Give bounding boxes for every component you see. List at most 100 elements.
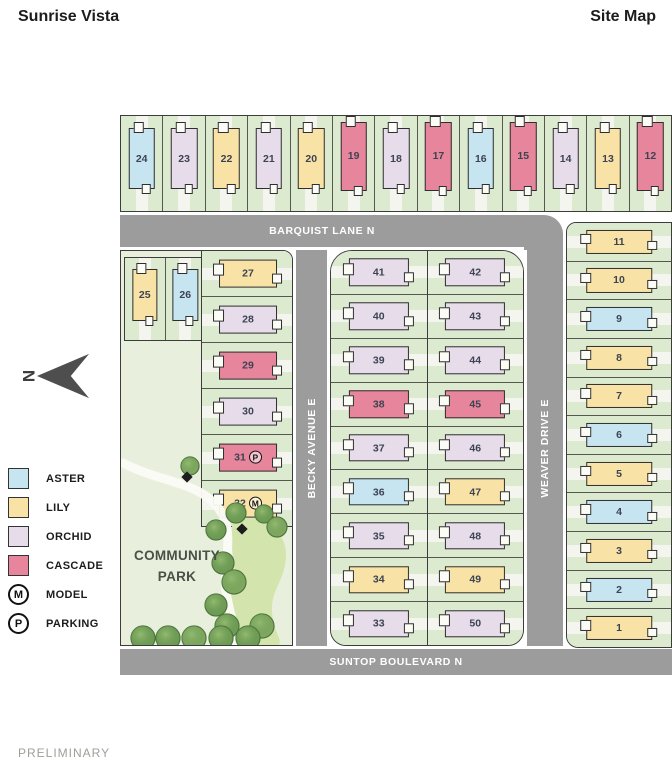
- lot-43[interactable]: 43: [427, 293, 523, 338]
- tree-icon: [209, 626, 233, 645]
- lot-number: 25: [138, 288, 151, 301]
- lot-7[interactable]: 7: [567, 376, 671, 416]
- lot-24[interactable]: 24: [121, 116, 163, 211]
- lot-11[interactable]: 11: [567, 223, 671, 261]
- lot-47[interactable]: 47: [427, 469, 523, 514]
- house-40: 40: [342, 302, 414, 331]
- lot-48[interactable]: 48: [427, 513, 523, 558]
- lot-50[interactable]: 50: [427, 601, 523, 645]
- lot-number: 16: [474, 152, 487, 165]
- house-20: 20: [298, 122, 325, 194]
- tree-icon: [182, 626, 206, 645]
- house-18: 18: [382, 122, 410, 194]
- legend-swatch-aster-icon: [8, 468, 29, 489]
- house-47: 47: [439, 478, 511, 506]
- house-25: 25: [132, 262, 158, 327]
- house-45: 45: [439, 390, 511, 418]
- lot-number: 21: [263, 152, 275, 165]
- lot-8[interactable]: 8: [567, 337, 671, 377]
- lot-number: 19: [347, 150, 360, 163]
- house-48: 48: [439, 522, 511, 550]
- legend-item-orchid: ORCHID: [8, 526, 103, 547]
- house-41: 41: [342, 258, 414, 287]
- lot-27[interactable]: 27: [202, 251, 292, 296]
- lot-18[interactable]: 18: [374, 116, 417, 211]
- street-label: BARQUIST LANE N: [269, 225, 375, 237]
- lot-10[interactable]: 10: [567, 260, 671, 300]
- lot-number: 27: [242, 267, 254, 280]
- tree-icon: [235, 625, 261, 645]
- lot-6[interactable]: 6: [567, 415, 671, 454]
- lot-28[interactable]: 28: [202, 296, 292, 342]
- street-label: BECKY AVENUE E: [305, 397, 318, 499]
- lot-22[interactable]: 22: [204, 116, 248, 211]
- lot-number: 43: [469, 310, 482, 323]
- lot-37[interactable]: 37: [331, 425, 427, 470]
- lot-16[interactable]: 16: [459, 116, 502, 211]
- lot-19[interactable]: 19: [331, 116, 375, 211]
- lot-30[interactable]: 30: [202, 388, 292, 434]
- lot-21[interactable]: 21: [247, 116, 290, 211]
- legend-label: ORCHID: [46, 530, 92, 543]
- tree-icon: [156, 626, 180, 645]
- lot-12[interactable]: 12: [628, 116, 672, 211]
- house-30: 30: [213, 397, 282, 426]
- lot-34[interactable]: 34: [331, 557, 427, 602]
- lot-9[interactable]: 9: [567, 299, 671, 338]
- lot-49[interactable]: 49: [427, 557, 523, 602]
- house-11: 11: [580, 229, 657, 254]
- lot-38[interactable]: 38: [331, 381, 427, 426]
- lot-15[interactable]: 15: [501, 116, 544, 211]
- lot-40[interactable]: 40: [331, 293, 427, 338]
- lot-number: 28: [242, 313, 254, 326]
- lot-number: 14: [559, 152, 572, 165]
- lot-20[interactable]: 20: [289, 116, 332, 211]
- model-badge-icon: M: [248, 496, 262, 510]
- legend-label: ASTER: [46, 472, 86, 485]
- lot-45[interactable]: 45: [427, 381, 523, 426]
- lot-44[interactable]: 44: [427, 337, 523, 382]
- lot-number: 9: [616, 313, 622, 326]
- lot-46[interactable]: 46: [427, 425, 523, 470]
- house-29: 29: [213, 351, 282, 380]
- lot-35[interactable]: 35: [331, 513, 427, 558]
- lot-5[interactable]: 5: [567, 453, 671, 493]
- lot-number: 20: [305, 152, 318, 165]
- lot-26[interactable]: 26: [164, 258, 205, 340]
- house-3: 3: [580, 538, 657, 563]
- lot-3[interactable]: 3: [567, 531, 671, 570]
- lot-25[interactable]: 25: [125, 258, 165, 340]
- lot-13[interactable]: 13: [586, 116, 629, 211]
- house-42: 42: [439, 258, 511, 287]
- community-park-label: COMMUNITY PARK: [121, 546, 233, 588]
- lot-36[interactable]: 36: [331, 469, 427, 514]
- lot-17[interactable]: 17: [416, 116, 460, 211]
- lot-23[interactable]: 23: [162, 116, 205, 211]
- tree-icon: [205, 594, 227, 616]
- lot-41[interactable]: 41: [331, 251, 427, 294]
- legend-item-lily: LILY: [8, 497, 103, 518]
- tree-icon: [131, 626, 155, 645]
- lots-25-26-block: 25 26: [124, 257, 206, 341]
- tree-icon: [155, 625, 181, 645]
- legend-swatch-lily-icon: [8, 497, 29, 518]
- lot-4[interactable]: 4: [567, 492, 671, 532]
- house-5: 5: [580, 461, 657, 486]
- lot-1[interactable]: 1: [567, 608, 671, 647]
- lot-number: 15: [517, 150, 530, 163]
- lot-29[interactable]: 29: [202, 342, 292, 388]
- lot-42[interactable]: 42: [427, 251, 523, 294]
- lot-39[interactable]: 39: [331, 337, 427, 382]
- lot-14[interactable]: 14: [543, 116, 587, 211]
- lot-2[interactable]: 2: [567, 569, 671, 609]
- street-becky-avenue: BECKY AVENUE E: [293, 250, 330, 646]
- house-2: 2: [580, 577, 657, 602]
- lot-33[interactable]: 33: [331, 601, 427, 645]
- lot-number: 46: [469, 442, 482, 454]
